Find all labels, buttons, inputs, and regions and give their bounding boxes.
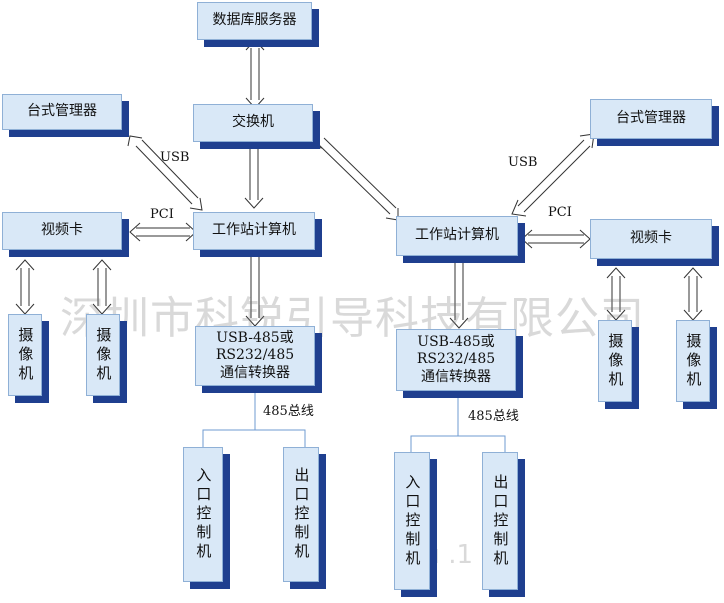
switch-label: 交换机: [232, 114, 274, 131]
exit-control-right-label: 出口控制机: [491, 473, 510, 569]
entry-control-left-node: 入口控制机: [183, 447, 223, 582]
bus-label-right: 485总线: [468, 409, 519, 424]
db-server-label: 数据库服务器: [212, 12, 297, 29]
converter-right-line2: RS232/485: [416, 351, 496, 368]
exit-control-left-node: 出口控制机: [283, 447, 319, 582]
usb-label-right: USB: [508, 155, 538, 170]
workstation-left-label: 工作站计算机: [212, 222, 296, 239]
converter-left-node: USB-485或 RS232/485 通信转换器: [195, 326, 315, 386]
arrow-switch-ws-right: [309, 133, 399, 221]
camera-4-node: 摄像机: [676, 320, 710, 402]
pci-label-left: PCI: [150, 207, 174, 222]
arrow-desk-ws-right: [511, 133, 595, 217]
video-card-left-label: 视频卡: [41, 222, 83, 239]
pci-label-right: PCI: [548, 205, 572, 220]
entry-control-right-node: 入口控制机: [394, 452, 430, 590]
workstation-left-node: 工作站计算机: [193, 212, 315, 250]
arrow-desk-ws-left: [127, 135, 203, 211]
workstation-right-label: 工作站计算机: [415, 227, 499, 244]
workstation-right-node: 工作站计算机: [396, 216, 518, 256]
arrow-videocard-camera1: [15, 259, 35, 315]
desk-manager-left-label: 台式管理器: [27, 103, 97, 120]
converter-left-line2: RS232/485: [215, 347, 295, 364]
arrow-db-switch: [245, 39, 265, 109]
converter-right-node: USB-485或 RS232/485 通信转换器: [396, 329, 516, 391]
arrow-ws-converter-right: [449, 249, 469, 329]
bus-lines: [202, 392, 506, 452]
watermark-text: 深圳市科锐引导科技有限公司: [60, 293, 645, 344]
camera-3-label: 摄像机: [606, 332, 625, 390]
converter-right-line3: 通信转换器: [421, 368, 491, 385]
desk-manager-left-node: 台式管理器: [2, 94, 122, 130]
bus-label-left: 485总线: [263, 404, 314, 419]
camera-4-label: 摄像机: [684, 332, 703, 390]
switch-node: 交换机: [193, 104, 313, 142]
video-card-left-node: 视频卡: [2, 212, 122, 250]
arrow-videocard-camera2: [92, 259, 112, 315]
converter-left-line3: 通信转换器: [220, 364, 290, 381]
exit-control-right-node: 出口控制机: [482, 452, 518, 590]
camera-2-label: 摄像机: [94, 326, 113, 384]
arrow-videocard-camera4: [683, 267, 703, 321]
camera-3-node: 摄像机: [598, 320, 632, 402]
desk-manager-right-label: 台式管理器: [616, 110, 686, 127]
entry-control-right-label: 入口控制机: [403, 473, 422, 569]
arrow-ws-videocard-right: [521, 229, 591, 249]
converter-left-line1: USB-485或: [216, 329, 294, 346]
video-card-right-label: 视频卡: [630, 230, 672, 247]
arrow-videocard-ws-left: [129, 222, 197, 242]
usb-label-left: USB: [160, 150, 190, 165]
converter-right-line1: USB-485或: [417, 333, 495, 350]
desk-manager-right-node: 台式管理器: [590, 99, 712, 139]
entry-control-left-label: 入口控制机: [194, 467, 213, 562]
video-card-right-node: 视频卡: [590, 219, 712, 259]
camera-2-node: 摄像机: [86, 314, 120, 396]
exit-control-left-label: 出口控制机: [292, 467, 311, 562]
camera-1-node: 摄像机: [8, 314, 42, 396]
arrow-switch-ws-left: [244, 137, 264, 209]
db-server-node: 数据库服务器: [197, 2, 312, 40]
camera-1-label: 摄像机: [16, 326, 35, 384]
